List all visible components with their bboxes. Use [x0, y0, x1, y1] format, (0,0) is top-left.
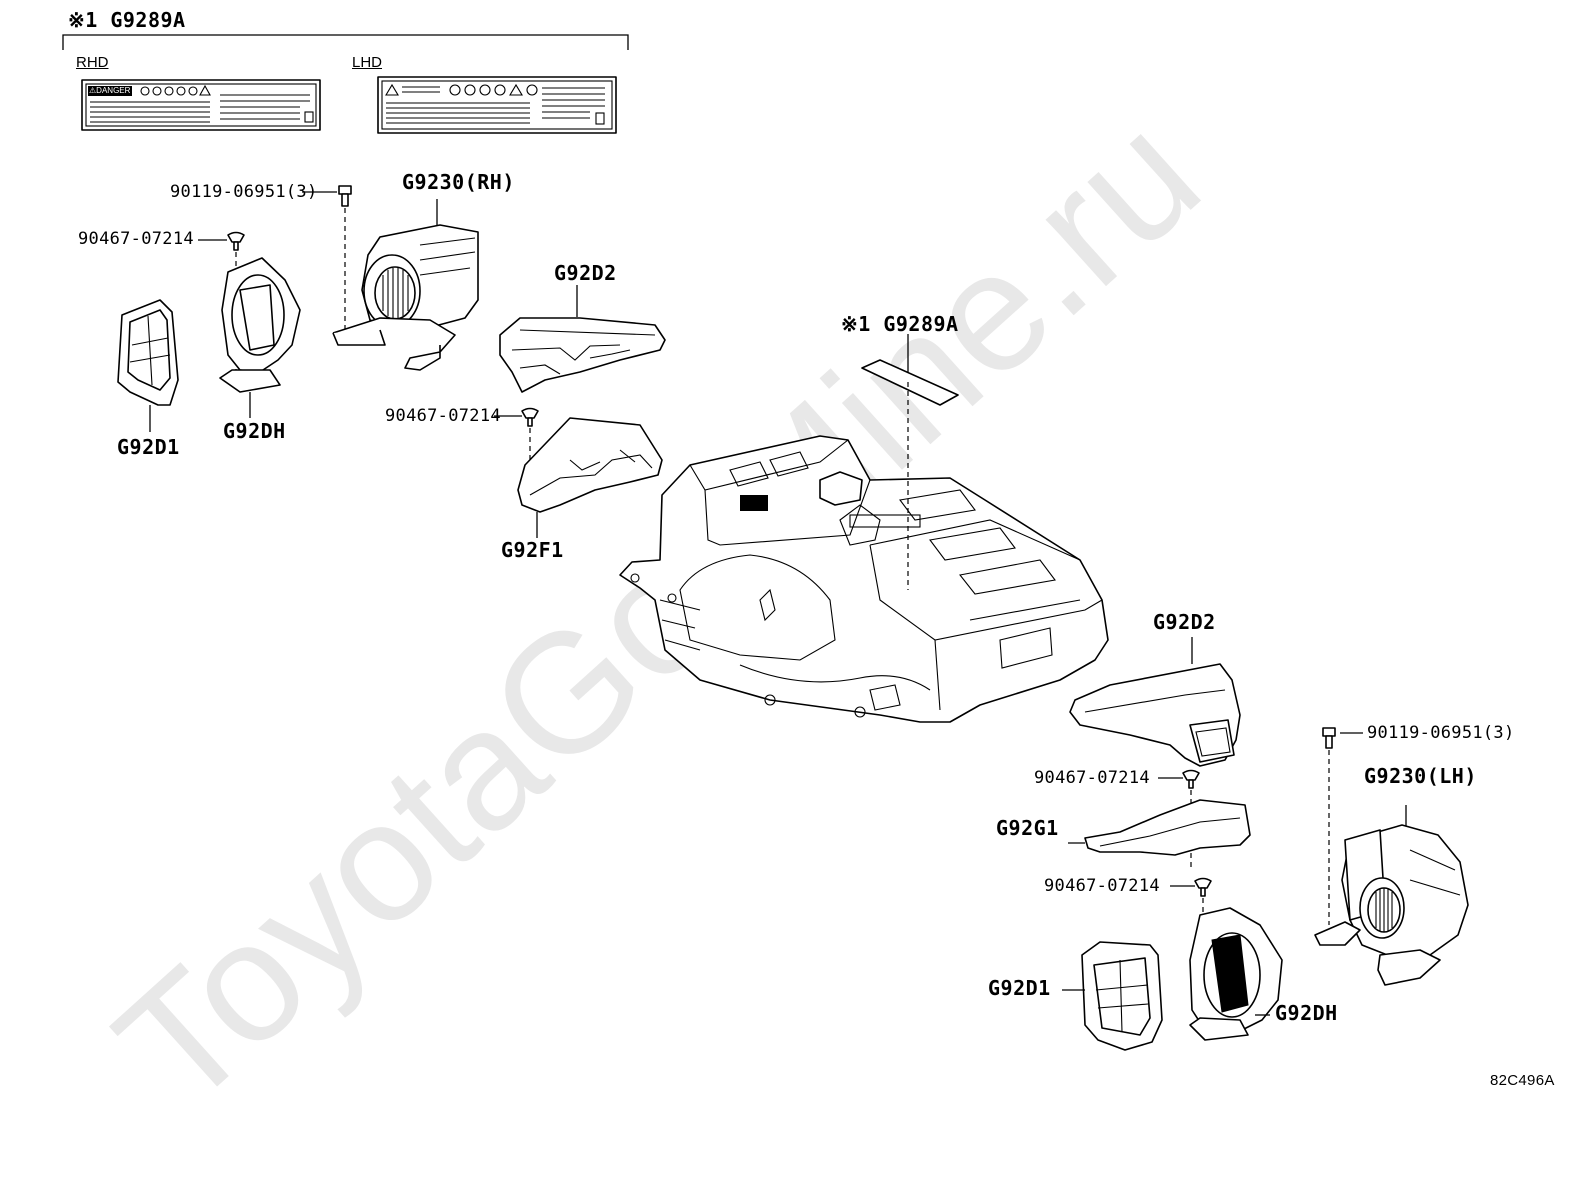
rhd-label: RHD	[76, 54, 109, 71]
callout-blower-lh: G9230(LH)	[1364, 764, 1477, 788]
clip-right2-icon	[1170, 877, 1212, 960]
diagram-code: 82C496A	[1490, 1072, 1555, 1089]
callout-clip-mid: 90467-07214	[385, 406, 501, 426]
duct-f1	[517, 417, 663, 538]
bolt-rh-icon	[302, 185, 352, 330]
duct-dh-right	[1189, 907, 1283, 1041]
callout-duct-f1: G92F1	[501, 538, 564, 562]
hybrid-battery-pack	[619, 435, 1109, 723]
duct-d1-right	[1062, 941, 1163, 1051]
duct-g1	[1068, 799, 1251, 856]
blower-rh	[332, 199, 479, 371]
callout-duct-dh-left: G92DH	[223, 419, 286, 443]
lhd-sticker	[377, 76, 617, 134]
rhd-sticker	[81, 79, 321, 131]
callout-duct-dh-right: G92DH	[1275, 1001, 1338, 1025]
callout-duct-d2-top: G92D2	[554, 261, 617, 285]
callout-bolt-lh: 90119-06951(3)	[1367, 723, 1515, 743]
duct-d1-left	[117, 299, 179, 432]
parts-diagram	[62, 34, 1469, 1051]
callout-label-battery: ※1 G9289A	[841, 312, 959, 336]
rhd-sticker-word: ⚠DANGER	[89, 86, 131, 95]
callout-clip-left: 90467-07214	[78, 229, 194, 249]
callout-clip-right1: 90467-07214	[1034, 768, 1150, 788]
duct-d2-top	[499, 285, 666, 393]
blower-lh	[1314, 805, 1469, 986]
callout-duct-d1-left: G92D1	[117, 435, 180, 459]
callout-duct-d1-right: G92D1	[988, 976, 1051, 1000]
callout-duct-d2-right: G92D2	[1153, 610, 1216, 634]
lhd-label: LHD	[352, 54, 383, 71]
label-section-title: ※1 G9289A	[68, 8, 186, 32]
callout-duct-g1: G92G1	[996, 816, 1059, 840]
callout-bolt-rh: 90119-06951(3)	[170, 182, 318, 202]
callout-blower-rh: G9230(RH)	[402, 170, 515, 194]
battery-label-sticker	[861, 334, 959, 590]
label-section-bracket	[62, 34, 629, 50]
duct-d2-right	[1069, 637, 1241, 767]
callout-clip-right2: 90467-07214	[1044, 876, 1160, 896]
clip-mid-icon	[494, 407, 539, 470]
bolt-lh-icon	[1322, 727, 1363, 925]
duct-dh-left	[219, 257, 301, 418]
